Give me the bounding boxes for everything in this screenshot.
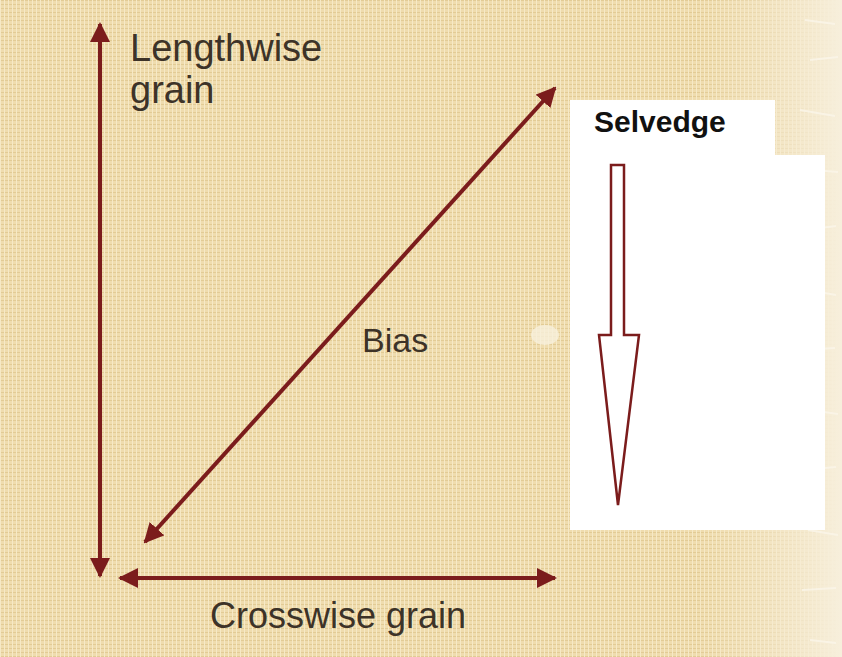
selvedge-label: Selvedge xyxy=(594,105,726,139)
label-box: Selvedge xyxy=(570,100,775,155)
grain-label: Crosswise grain xyxy=(210,596,466,636)
grain-label: Lengthwise grain xyxy=(130,28,380,112)
grain-label: Bias xyxy=(362,322,428,359)
lengthwise-arrow xyxy=(98,24,102,576)
crosswise-arrow xyxy=(120,576,555,580)
grain-arrows xyxy=(100,24,555,578)
fuzz xyxy=(531,325,559,345)
white-panel xyxy=(570,155,825,530)
selvedge-arrow xyxy=(599,165,639,505)
bias-arrow xyxy=(145,88,555,542)
